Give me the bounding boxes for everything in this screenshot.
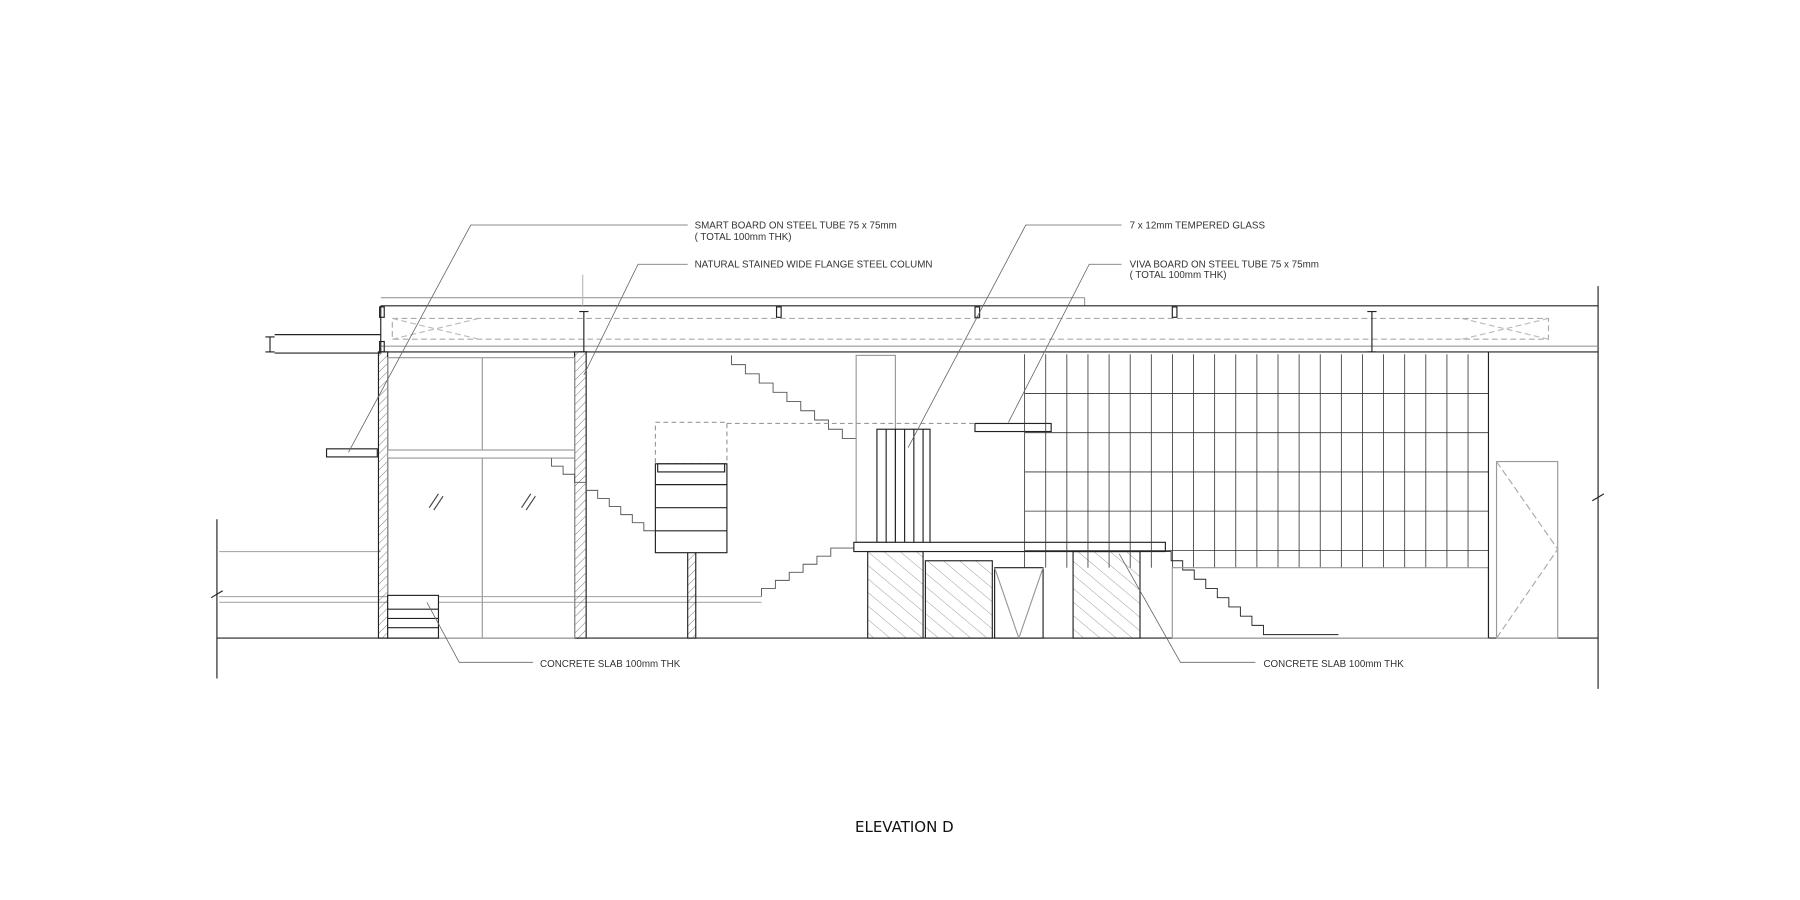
center-block bbox=[654, 354, 1166, 639]
annotation-viva-board-thk: ( TOTAL 100mm THK) bbox=[1130, 270, 1227, 281]
left-structure bbox=[325, 351, 697, 639]
tiled-wall bbox=[1024, 354, 1489, 568]
leader-lines bbox=[348, 224, 1256, 663]
annotation-concrete-slab-left: CONCRETE SLAB 100mm THK bbox=[540, 659, 681, 670]
annotation-concrete-slab-right: CONCRETE SLAB 100mm THK bbox=[1263, 659, 1404, 670]
annotation-viva-board: VIVA BOARD ON STEEL TUBE 75 x 75mm bbox=[1130, 260, 1319, 271]
right-structure bbox=[1171, 351, 1559, 639]
roof-slab bbox=[265, 274, 1599, 354]
stairs bbox=[551, 355, 1339, 636]
annotation-tempered-glass: 7 x 12mm TEMPERED GLASS bbox=[1130, 220, 1266, 231]
drawing-title: ELEVATION D bbox=[855, 818, 954, 836]
annotation-smart-board: SMART BOARD ON STEEL TUBE 75 x 75mm bbox=[695, 220, 897, 231]
annotation-smart-board-thk: ( TOTAL 100mm THK) bbox=[695, 232, 792, 243]
annotation-steel-column: NATURAL STAINED WIDE FLANGE STEEL COLUMN bbox=[695, 260, 933, 271]
